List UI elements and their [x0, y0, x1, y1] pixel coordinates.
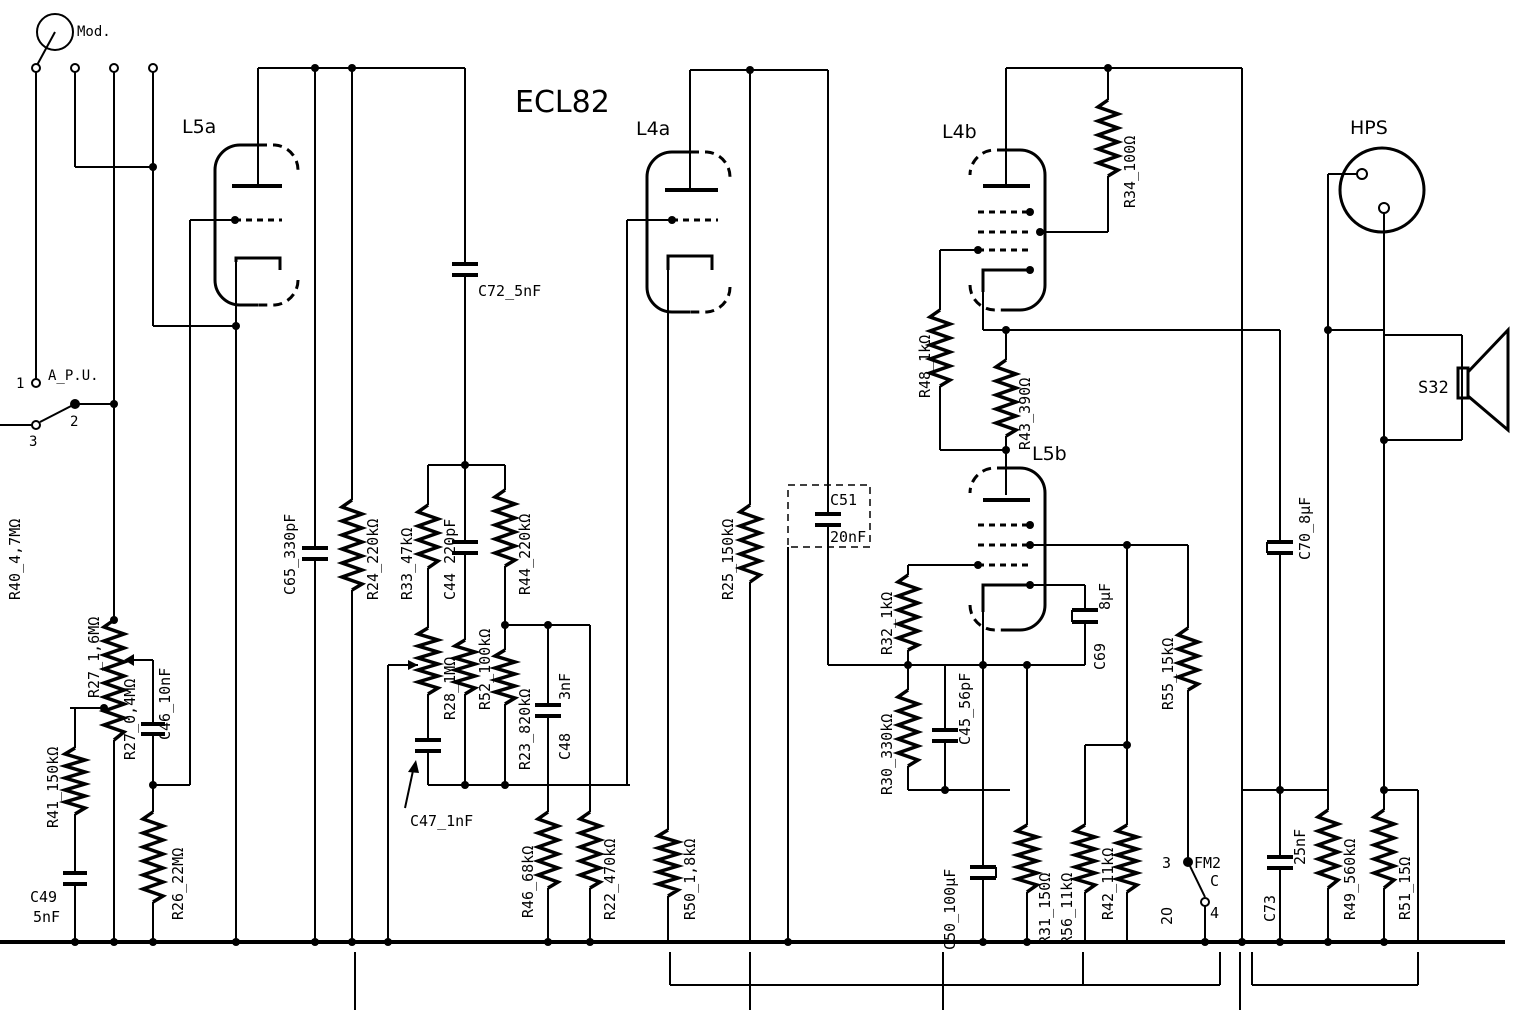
c51-label: C51 — [830, 491, 857, 509]
apu-pos-2: 2 — [70, 414, 78, 430]
r51-label: R51_15Ω — [1396, 857, 1414, 920]
r30-label: R30_330kΩ — [878, 714, 896, 795]
c72-label: C72_5nF — [478, 282, 541, 300]
l5a-tube: L5a — [182, 68, 300, 946]
l4a-label: L4a — [636, 118, 670, 140]
c70-label: C70_8μF — [1296, 497, 1314, 560]
tone-network: R33_47kΩ C44 220pF R44_220kΩ R28_1MΩ C47… — [384, 464, 630, 946]
r25-label: R25_150kΩ — [719, 519, 737, 600]
c73-capacitor: C73 25nF — [1261, 790, 1309, 946]
hps-connector: HPS R49_560kΩ — [1312, 117, 1426, 946]
r31-label: R31_150Ω — [1036, 873, 1054, 945]
r23-label: R23_820kΩ — [516, 689, 534, 770]
fm-pos-c: C — [1210, 872, 1219, 890]
c73-value: 25nF — [1291, 829, 1309, 865]
l4a-tube: L4a — [626, 70, 732, 830]
r24-resistor: R24_220kΩ — [336, 68, 382, 946]
r28-label: R28_1MΩ — [441, 657, 459, 720]
hps-label: HPS — [1350, 117, 1388, 139]
c73-label: C73 — [1261, 895, 1279, 922]
b-plus-rail-left — [258, 64, 465, 72]
c69-value: 8μF — [1096, 583, 1114, 610]
c49-value: 5nF — [33, 908, 60, 926]
r49-label: R49_560kΩ — [1341, 839, 1359, 920]
r41-c49: R41_150kΩ C49 5nF — [30, 708, 92, 946]
c49-label: C49 — [30, 888, 57, 906]
c48-value: 3nF — [556, 673, 574, 700]
c69-capacitor: C69 8μF — [1030, 583, 1114, 670]
l4b-label: L4b — [942, 121, 977, 143]
r34-resistor: R34_100Ω — [1092, 68, 1139, 232]
c51-capacitor: C51 20nF — [784, 70, 908, 946]
l5b-tube: L5b — [908, 443, 1188, 665]
c51-value: 20nF — [830, 528, 866, 546]
r40-label: R40_4,7MΩ — [6, 519, 24, 600]
l5b-grid-network: R32_1kΩ C45_56pF R30_330kΩ — [878, 565, 1085, 795]
apu-label: A_P.U. — [48, 368, 99, 384]
c65-label: C65_330pF — [281, 514, 299, 595]
l4b-tube: L4b — [940, 68, 1108, 330]
r32-label: R32_1kΩ — [878, 592, 896, 655]
r42-label: R42_11kΩ — [1099, 848, 1117, 920]
r55-fm-switch: R55_15kΩ 3 FM2 C 4 2O — [1158, 545, 1221, 946]
fm-pos-2: 2O — [1158, 907, 1176, 925]
r56-label: R56_11kΩ — [1058, 873, 1076, 945]
l4a-plate-rail — [690, 66, 828, 74]
r52-label: R52_100kΩ — [476, 629, 494, 710]
c45-label: C45_56pF — [956, 673, 974, 745]
r27-label-a: R27_1,6MΩ — [85, 617, 103, 698]
r50-label: R50_1,8kΩ — [681, 839, 699, 920]
r55-label: R55_15kΩ — [1159, 638, 1177, 710]
r43-label: R43_390Ω — [1016, 378, 1034, 450]
r48-label: R48_1kΩ — [916, 335, 934, 398]
r41-label: R41_150kΩ — [44, 747, 62, 828]
r46-label: R46_68kΩ — [519, 846, 537, 918]
r50-resistor: R50_1,8kΩ — [651, 828, 699, 942]
r27-label-b: R27_0,4MΩ — [121, 679, 139, 760]
r34-label: R34_100Ω — [1121, 136, 1139, 208]
apu-pos-3: 3 — [29, 434, 37, 450]
r26-resistor: R26_22MΩ — [137, 810, 187, 946]
fm-pos-3: 3 — [1162, 854, 1171, 872]
r44-label: R44_220kΩ — [516, 514, 534, 595]
c72-capacitor: C72_5nF — [452, 68, 541, 469]
r26-label: R26_22MΩ — [169, 848, 187, 920]
r43-resistor: R43_390Ω — [983, 326, 1281, 540]
c46-capacitor: C46_10nF — [141, 660, 190, 812]
l5b-label: L5b — [1032, 443, 1067, 465]
speaker-s32: S32 R51_15Ω — [1368, 213, 1510, 946]
c50-label: C50_100μF — [941, 869, 959, 950]
apu-pos-1: 1 — [16, 376, 24, 392]
mod-input: Mod. — [31, 13, 236, 620]
c48-label: C48 — [556, 733, 574, 760]
fm-label: FM2 — [1194, 854, 1221, 872]
c50-capacitor: C50_100μF — [941, 665, 997, 950]
c46-label: C46_10nF — [156, 668, 174, 740]
r56-r42: R56_11kΩ R42_11kΩ — [1058, 545, 1144, 945]
r27-potentiometer: R27_1,6MΩ R27_0,4MΩ — [70, 616, 153, 946]
apu-switch: 1 A_P.U. 3 2 — [0, 368, 118, 450]
mod-label: Mod. — [77, 24, 111, 40]
c70-capacitor: C70_8μF — [1242, 497, 1328, 794]
l5a-label: L5a — [182, 116, 216, 138]
fm-pos-4: 4 — [1210, 904, 1219, 922]
c47-label: C47_1nF — [410, 812, 473, 830]
r33-label: R33_47kΩ — [398, 528, 416, 600]
c44-label: C44 220pF — [441, 519, 459, 600]
speaker-label: S32 — [1418, 378, 1449, 398]
c65-capacitor: C65_330pF — [281, 68, 328, 946]
c69-label: C69 — [1091, 643, 1109, 670]
r22-label: R22_470kΩ — [601, 839, 619, 920]
r48-resistor: R48_1kΩ — [916, 250, 1006, 451]
r31-resistor: R31_150Ω — [1010, 665, 1054, 946]
r24-label: R24_220kΩ — [364, 519, 382, 600]
ecl82-title: ECL82 — [515, 85, 610, 120]
r25-resistor: R25_150kΩ — [719, 70, 766, 942]
dashed-lower-bus — [354, 952, 1419, 1010]
